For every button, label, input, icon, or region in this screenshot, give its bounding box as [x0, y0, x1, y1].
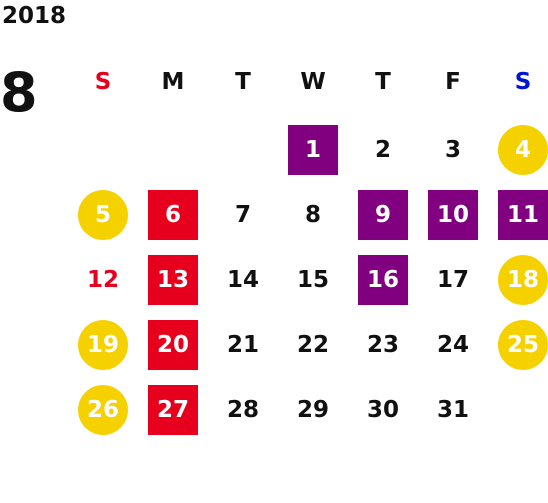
day-number: 19 — [78, 319, 128, 370]
day-number: 26 — [78, 384, 128, 435]
day-cell[interactable]: 20 — [138, 312, 208, 377]
day-cell[interactable]: 8 — [278, 182, 348, 247]
day-number: 15 — [296, 266, 329, 293]
day-number: 24 — [436, 331, 469, 358]
day-cell[interactable]: 31 — [418, 377, 488, 442]
day-number: 11 — [498, 189, 548, 240]
day-number: 25 — [498, 319, 548, 370]
day-cell[interactable]: 6 — [138, 182, 208, 247]
weekday-sunday: S — [94, 69, 112, 95]
weekday-saturday: S — [514, 69, 532, 95]
day-cell[interactable]: 25 — [488, 312, 548, 377]
day-cell[interactable]: 11 — [488, 182, 548, 247]
day-cell[interactable]: 18 — [488, 247, 548, 312]
weekday-wednesday: W — [300, 69, 326, 95]
day-cell[interactable]: 16 — [348, 247, 418, 312]
day-cell[interactable]: 2 — [348, 117, 418, 182]
day-number: 20 — [148, 319, 198, 370]
day-number: 8 — [304, 201, 321, 228]
day-cell[interactable]: 24 — [418, 312, 488, 377]
day-cell[interactable]: 7 — [208, 182, 278, 247]
day-number: 4 — [498, 124, 548, 175]
day-number: 18 — [498, 254, 548, 305]
weekday-header-row: S M T W T F S — [68, 62, 548, 102]
day-cell[interactable]: 10 — [418, 182, 488, 247]
weekday-friday: F — [445, 69, 461, 95]
day-number: 23 — [366, 331, 399, 358]
day-cell[interactable]: 13 — [138, 247, 208, 312]
day-number: 28 — [226, 396, 259, 423]
day-number: 13 — [148, 254, 198, 305]
day-number: 22 — [296, 331, 329, 358]
day-cell[interactable]: 27 — [138, 377, 208, 442]
day-cell[interactable]: 17 — [418, 247, 488, 312]
day-cell[interactable]: 19 — [68, 312, 138, 377]
day-cell[interactable]: 29 — [278, 377, 348, 442]
day-number: 27 — [148, 384, 198, 435]
weekday-tuesday: T — [235, 69, 251, 95]
day-cell[interactable]: 26 — [68, 377, 138, 442]
day-number: 17 — [436, 266, 469, 293]
day-number: 21 — [226, 331, 259, 358]
day-number: 5 — [78, 189, 128, 240]
day-number: 6 — [148, 189, 198, 240]
day-number: 30 — [366, 396, 399, 423]
day-cell[interactable]: 30 — [348, 377, 418, 442]
day-cell[interactable]: 22 — [278, 312, 348, 377]
year-label: 2018 — [2, 3, 67, 29]
day-cell[interactable]: 28 — [208, 377, 278, 442]
day-cell[interactable]: 4 — [488, 117, 548, 182]
day-number: 1 — [288, 124, 338, 175]
day-number: 12 — [86, 266, 119, 293]
day-number: 29 — [296, 396, 329, 423]
weekday-thursday: T — [375, 69, 391, 95]
day-cell[interactable]: 21 — [208, 312, 278, 377]
day-cell[interactable]: 1 — [278, 117, 348, 182]
day-number: 31 — [436, 396, 469, 423]
weekday-monday: M — [161, 69, 185, 95]
day-number: 16 — [358, 254, 408, 305]
day-cell[interactable]: 14 — [208, 247, 278, 312]
day-cell[interactable]: 9 — [348, 182, 418, 247]
day-number: 2 — [374, 136, 391, 163]
month-number: 8 — [0, 61, 38, 124]
day-number: 7 — [234, 201, 251, 228]
day-cell[interactable]: 12 — [68, 247, 138, 312]
day-cell[interactable]: 5 — [68, 182, 138, 247]
day-cell[interactable]: 15 — [278, 247, 348, 312]
day-number: 3 — [444, 136, 461, 163]
day-number: 9 — [358, 189, 408, 240]
day-cell[interactable]: 23 — [348, 312, 418, 377]
day-cell[interactable]: 3 — [418, 117, 488, 182]
day-number: 10 — [428, 189, 478, 240]
day-number: 14 — [226, 266, 259, 293]
